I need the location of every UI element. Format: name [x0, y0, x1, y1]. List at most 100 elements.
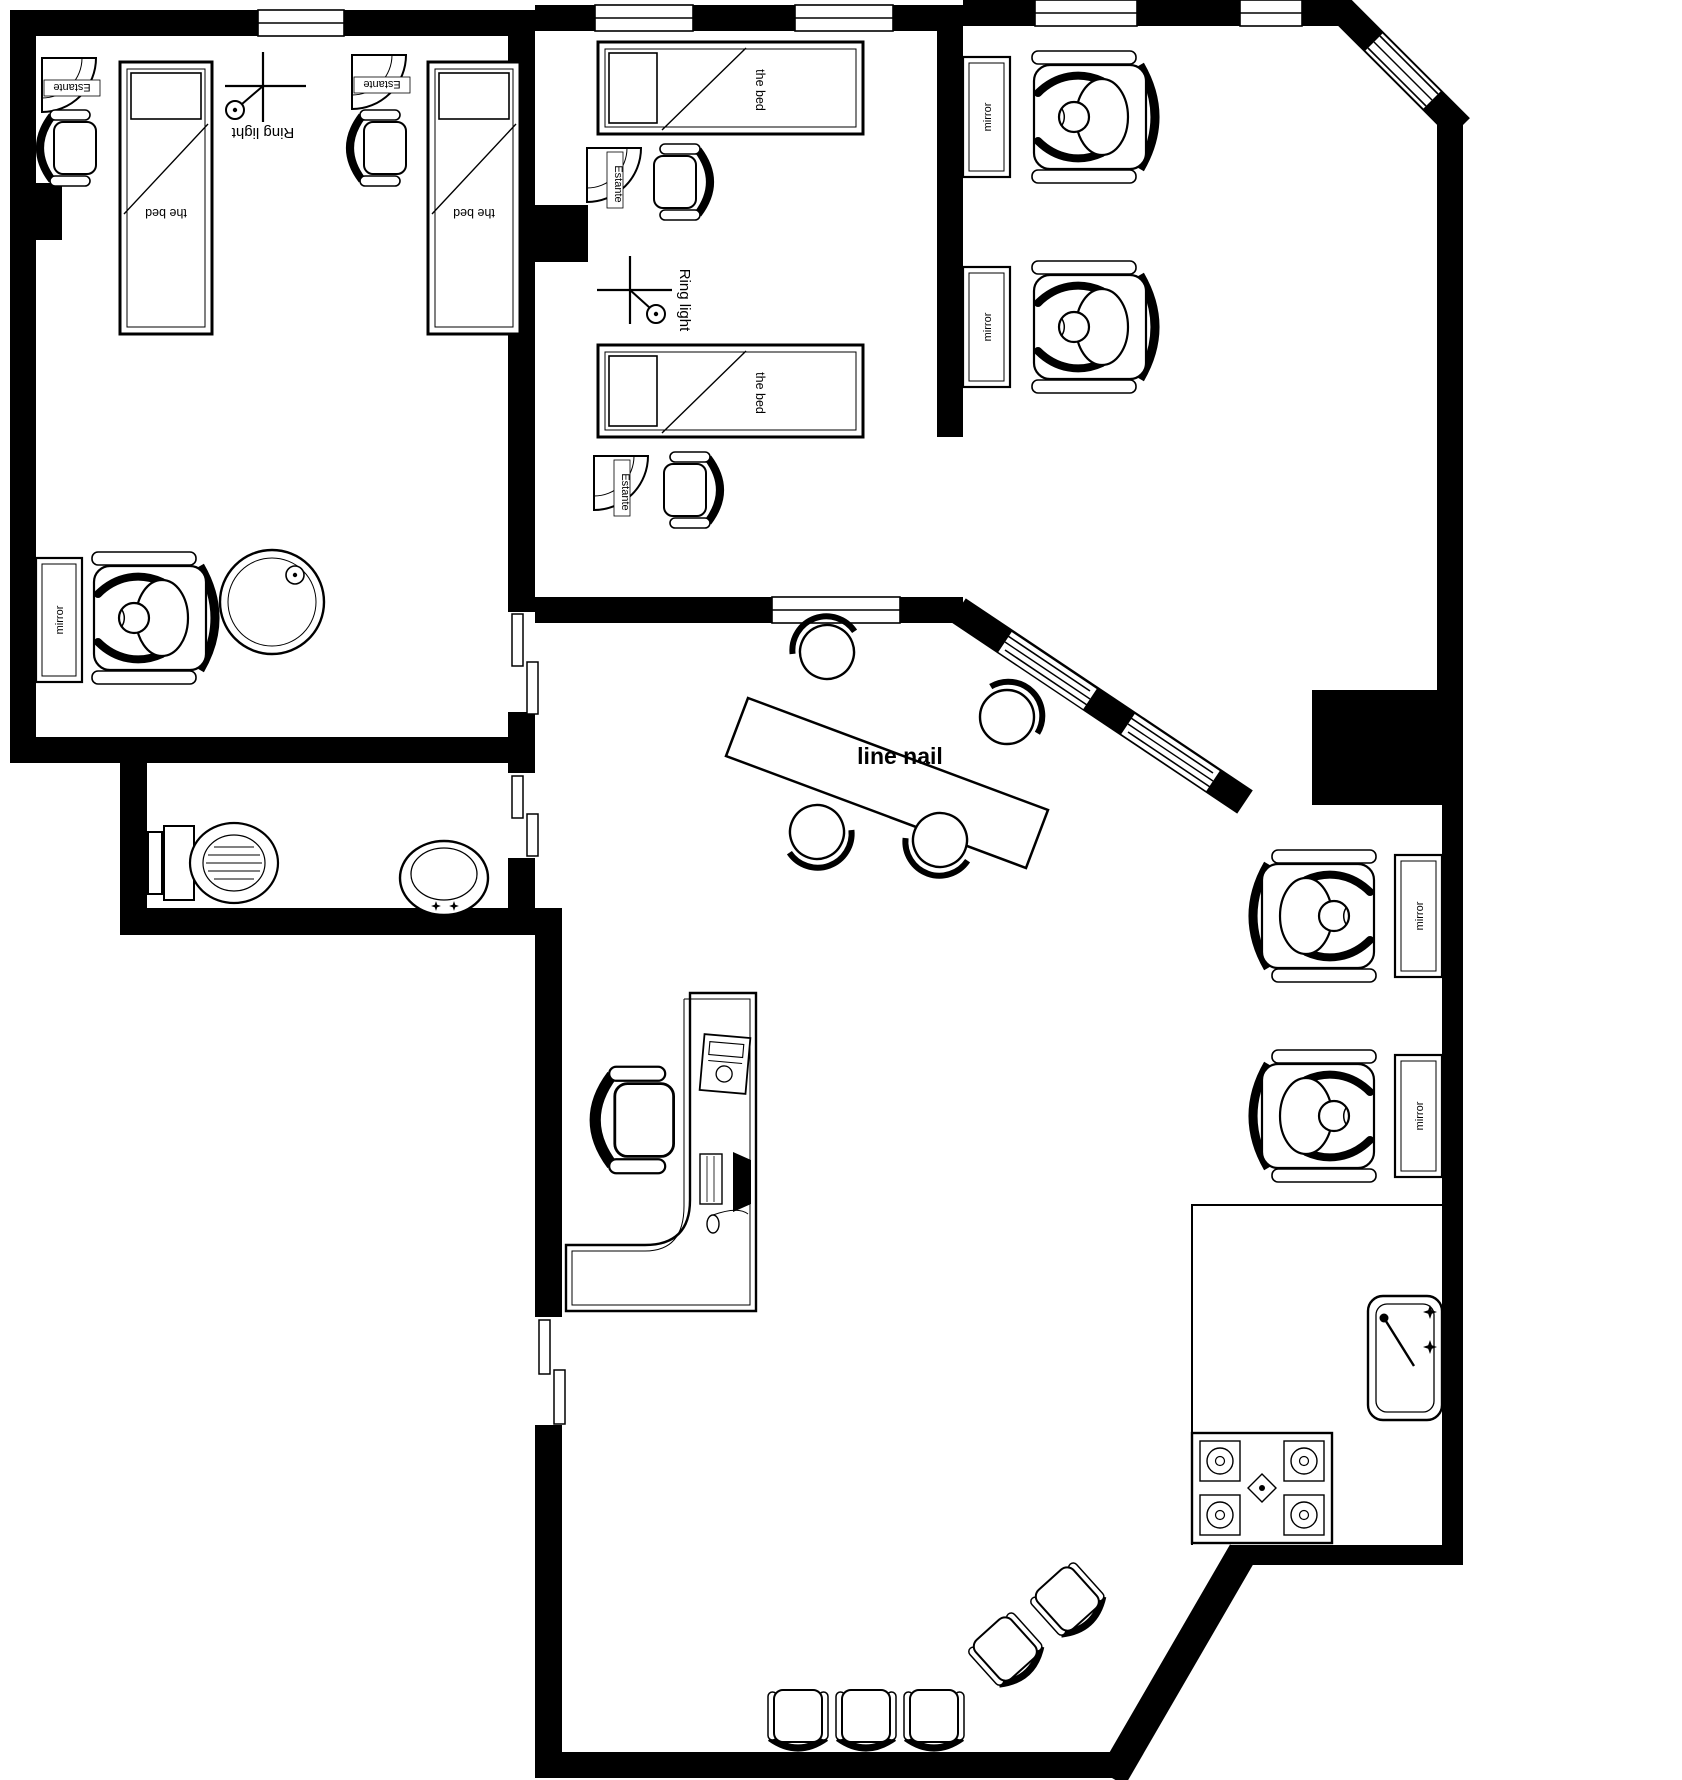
mouse-cable — [712, 1209, 749, 1216]
wall-bottom — [535, 1752, 1117, 1778]
door-bathroom — [511, 775, 539, 857]
wall-bath-left — [120, 763, 147, 935]
waiting-chair — [768, 1690, 828, 1748]
room-b: the bed the bed Estante Estante Ring lig… — [586, 40, 865, 528]
mirror-inner — [1400, 1060, 1437, 1172]
reception-desk-inner — [571, 998, 751, 1306]
door-room-a — [511, 613, 539, 715]
window-top-right-1 — [1034, 0, 1138, 27]
wall-bottom-diagonal — [1099, 1544, 1256, 1780]
stove-center-dot — [1259, 1485, 1265, 1491]
armchair — [40, 110, 96, 186]
bathroom — [147, 821, 490, 917]
client-in-chair — [1253, 850, 1376, 982]
bed — [596, 343, 865, 439]
client-in-chair — [92, 552, 215, 684]
styling-station: mirror — [1253, 850, 1444, 982]
ring-light — [225, 52, 306, 122]
shelf-label-box — [613, 459, 631, 517]
toilet — [147, 821, 280, 905]
armchair — [350, 110, 406, 186]
nail-stool — [777, 795, 861, 877]
burner — [1283, 1440, 1325, 1482]
wall-room-b-right — [937, 5, 963, 437]
styling-station: mirror — [1253, 1050, 1444, 1182]
styling-station: mirror — [961, 261, 1155, 393]
bed-label: the bed — [453, 206, 495, 220]
keyboard — [699, 1153, 723, 1205]
shelf-label-box — [606, 151, 624, 209]
hood-dryer — [218, 548, 326, 656]
mirror-label: mirror — [1414, 901, 1426, 930]
shelf-label: Estante — [619, 473, 631, 510]
mirror-inner — [1400, 860, 1437, 972]
printer — [698, 1033, 752, 1095]
nail-table-label: line nail — [857, 743, 943, 769]
wall-corner-block — [1312, 690, 1463, 805]
wall-room-a-bottom — [10, 737, 535, 763]
styling-area-right: mirror mirror — [1253, 850, 1444, 1182]
shelf-label-box — [43, 79, 101, 97]
armchair — [664, 452, 720, 528]
wall-hall-left-lower — [535, 1425, 562, 1778]
counter-edge — [1191, 1204, 1442, 1545]
mirror-cabinet — [961, 55, 1012, 179]
styling-station: mirror — [34, 548, 326, 684]
shelf-label: Estante — [363, 78, 400, 90]
shelf-label: Estante — [53, 81, 90, 93]
doors — [511, 613, 566, 1425]
mouse — [706, 1214, 720, 1234]
stove-center — [1247, 1473, 1277, 1503]
wash-sink — [1366, 1294, 1444, 1422]
styling-station: mirror — [961, 51, 1155, 183]
waiting-chairs — [768, 1560, 1111, 1748]
window-corner-diagonal — [1365, 33, 1441, 109]
wall-room-a-left — [10, 10, 36, 763]
wall-bath-bottom — [120, 908, 562, 935]
burner — [1199, 1440, 1241, 1482]
waiting-chair — [904, 1690, 964, 1748]
mirror-label: mirror — [54, 605, 66, 634]
reception — [564, 991, 758, 1313]
mirror-inner — [968, 62, 1005, 172]
nail-table — [724, 696, 1050, 870]
window-top-right-2 — [1239, 0, 1303, 27]
wall-pillar-room-b — [535, 205, 588, 262]
wall-room-a-right-lower — [508, 712, 535, 763]
waiting-chair — [966, 1610, 1049, 1693]
client-in-chair — [1032, 51, 1155, 183]
window-diagonal-1 — [998, 632, 1097, 709]
bed-label: the bed — [145, 206, 187, 220]
window-room-b-top-2 — [794, 4, 894, 32]
wall-bath-right-stub — [508, 763, 535, 773]
mirror-cabinet — [1393, 1053, 1444, 1179]
bed — [118, 60, 214, 336]
burner — [1283, 1494, 1325, 1536]
mirror-cabinet — [1393, 853, 1444, 979]
window-room-a-top — [257, 9, 345, 37]
mirror-label: mirror — [1414, 1101, 1426, 1130]
wall-right-lower — [1442, 805, 1463, 1565]
burner — [1199, 1494, 1241, 1536]
window-room-b-top-1 — [594, 4, 694, 32]
armchair — [654, 144, 710, 220]
monitor — [733, 1152, 751, 1212]
bed-label: the bed — [753, 69, 767, 111]
room-a: the bed the bed Estante Estante Ring lig… — [34, 52, 522, 684]
wall-bottom-right — [1230, 1545, 1463, 1565]
mirror-label: mirror — [982, 312, 994, 341]
shelf-label: Estante — [612, 165, 624, 202]
bed-label: the bed — [753, 372, 767, 414]
mirror-label: mirror — [982, 102, 994, 131]
wall-right-upper — [1437, 118, 1463, 693]
window-diagonal-2 — [1121, 714, 1220, 791]
mirror-inner — [41, 563, 77, 677]
wall-room-b-bottom-left — [535, 597, 772, 623]
ring-light-label: Ring light — [231, 124, 294, 141]
ring-light — [597, 256, 672, 324]
bathroom-sink — [398, 839, 490, 917]
waiting-chair — [1028, 1560, 1111, 1643]
computer — [699, 1152, 751, 1234]
ring-light-label: Ring light — [676, 269, 693, 332]
